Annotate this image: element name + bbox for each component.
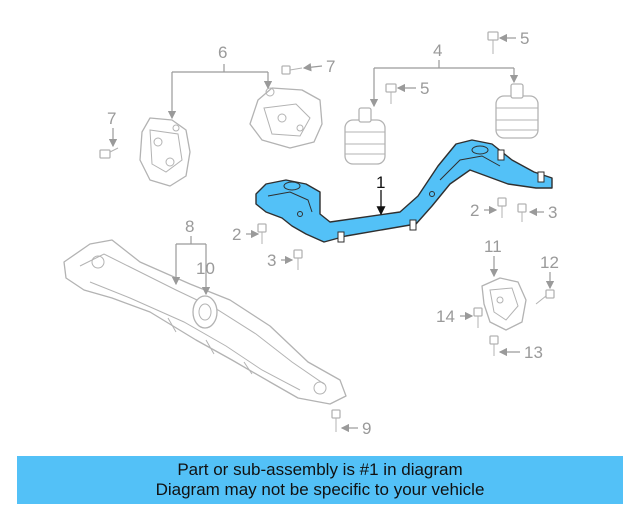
banner-line-2: Diagram may not be specific to your vehi… <box>155 480 485 499</box>
callout-6: 6 <box>218 43 227 62</box>
bolt-2-left <box>257 223 267 244</box>
bolt-2-right <box>497 197 507 218</box>
bolt-13 <box>489 335 499 356</box>
banner-line-1: Part or sub-assembly is #1 in diagram <box>177 460 463 479</box>
leader-lines <box>108 33 555 433</box>
bolt-12 <box>535 289 555 305</box>
bolt-14 <box>473 307 483 328</box>
callout-3-left: 3 <box>267 251 276 270</box>
callout-10: 10 <box>196 259 215 278</box>
bolt-7-left <box>99 147 119 159</box>
callout-14: 14 <box>436 307 455 326</box>
bolt-5-mid <box>385 83 397 104</box>
info-banner: Part or sub-assembly is #1 in diagram Di… <box>17 456 623 504</box>
bolt-3-right <box>517 203 527 222</box>
subframe-bushing <box>192 295 218 329</box>
parts-diagram: 1 2 2 3 3 4 5 5 6 7 7 8 9 10 11 12 13 14 <box>63 29 559 438</box>
callout-4: 4 <box>433 41 442 60</box>
callout-2-left: 2 <box>232 225 241 244</box>
engine-mount-left <box>344 107 386 165</box>
transmission-mount <box>481 277 527 331</box>
bolt-3-left <box>293 249 303 270</box>
callout-2-right: 2 <box>470 201 479 220</box>
callout-11: 11 <box>484 237 502 256</box>
transmission-crossmember-highlighted <box>255 139 553 243</box>
callout-9: 9 <box>362 419 371 438</box>
callout-1: 1 <box>376 173 385 192</box>
callout-12: 12 <box>540 253 559 272</box>
callout-5-mid: 5 <box>420 79 429 98</box>
bolt-9 <box>331 409 341 432</box>
bolt-7-top <box>281 65 303 75</box>
engine-mount-bracket-right <box>249 87 323 149</box>
engine-mount-right <box>495 83 539 139</box>
callout-7-top: 7 <box>326 57 335 76</box>
callout-3-right: 3 <box>548 203 557 222</box>
callout-5-top: 5 <box>520 29 529 48</box>
bolt-5-top <box>487 31 499 54</box>
callout-8: 8 <box>185 217 194 236</box>
callout-7-left: 7 <box>107 109 116 128</box>
engine-mount-bracket-left <box>139 117 191 187</box>
callout-13: 13 <box>524 343 543 362</box>
